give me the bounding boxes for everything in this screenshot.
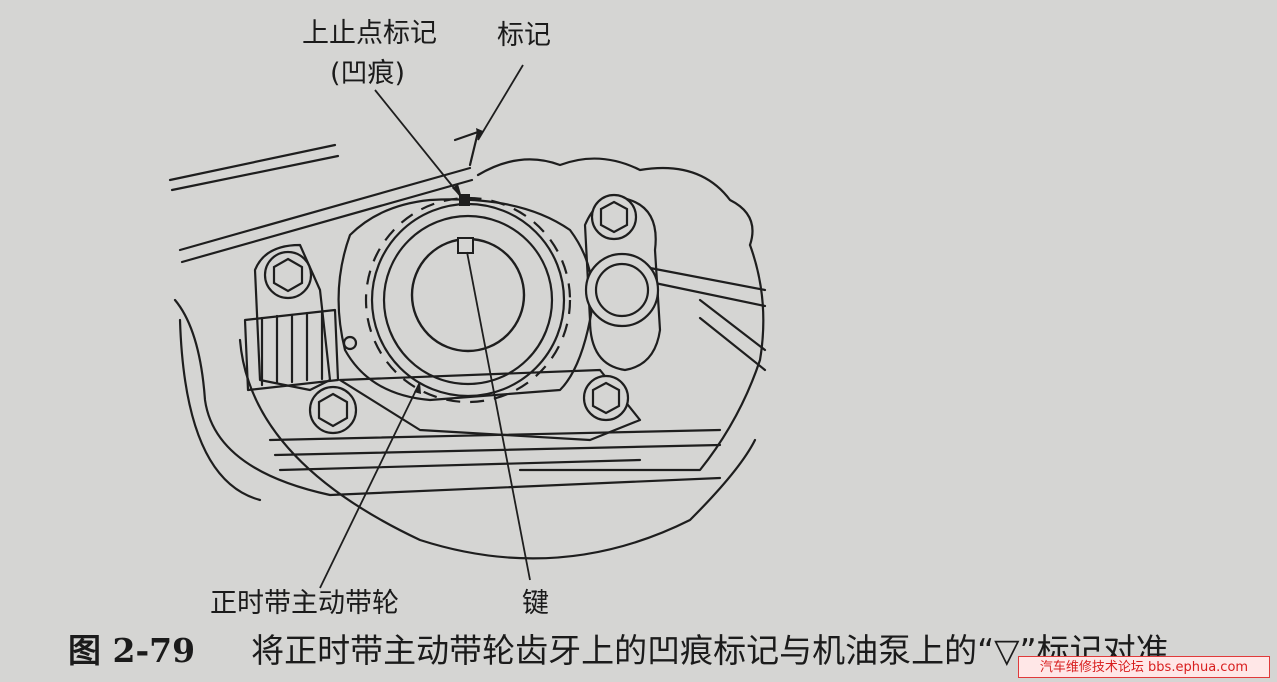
leader-tdc	[374, 89, 463, 199]
bolts	[263, 193, 660, 435]
small-gear-teeth	[260, 310, 324, 387]
block-edge-upper-2	[170, 154, 340, 192]
mark-notch	[453, 130, 480, 167]
lower-rail-2	[278, 458, 642, 472]
small-gear-block	[243, 308, 340, 392]
figure-number: 图 2-79	[68, 631, 196, 670]
label-mark: 标记	[497, 20, 551, 51]
block-top-edge	[178, 166, 472, 252]
housing-top-contour	[476, 157, 754, 247]
watermark-badge: 汽车维修技术论坛 bbs.ephua.com	[1018, 656, 1270, 678]
tdc-mark-shape	[459, 194, 470, 206]
label-tdc-mark: 上止点标记	[302, 18, 437, 49]
bolt-upper-right	[590, 193, 638, 241]
leader-pulley	[319, 381, 421, 589]
leader-mark	[477, 64, 524, 141]
pump-cover-lower	[338, 368, 642, 442]
key-shape	[457, 237, 474, 254]
label-tdc-mark-sub: (凹痕)	[330, 58, 406, 89]
leader-key	[466, 251, 531, 581]
lower-housing-inner	[238, 338, 757, 560]
figure-caption-text: 将正时带主动带轮齿牙上的凹痕标记与机油泵上的“▽”标记对准	[251, 631, 1169, 670]
lower-housing	[173, 298, 722, 497]
large-plug	[584, 252, 660, 328]
leader-arrows	[414, 128, 483, 394]
leader-lines	[319, 64, 531, 589]
label-key: 键	[522, 588, 549, 619]
right-shaft-lines	[648, 266, 767, 372]
bottom-arc	[178, 318, 262, 502]
label-drive-pulley: 正时带主动带轮	[210, 588, 399, 619]
block-top-edge-2	[180, 178, 474, 264]
bolt-upper-left	[263, 250, 313, 300]
figure-caption: 图 2-79 将正时带主动带轮齿牙上的凹痕标记与机油泵上的“▽”标记对准	[68, 634, 1169, 667]
bolt-lower-right	[582, 374, 630, 422]
block-edge-upper	[168, 143, 337, 182]
bolt-lower-left	[308, 385, 358, 435]
housing-right-contour	[518, 243, 765, 472]
small-hole	[342, 335, 358, 351]
left-bracket	[253, 243, 332, 392]
